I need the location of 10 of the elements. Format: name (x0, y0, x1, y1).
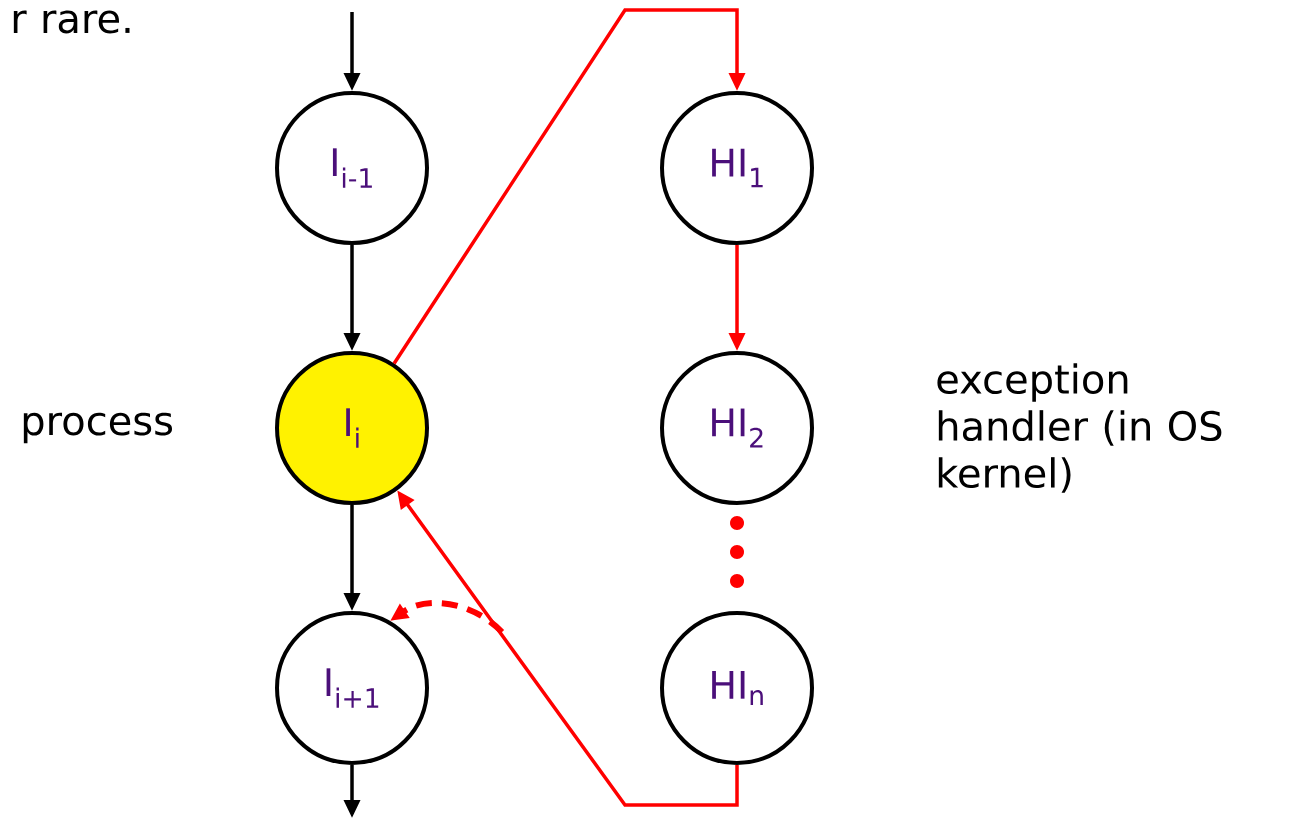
arrow (392, 8, 746, 365)
circle-node: I$_{i+1}$ (275, 611, 429, 765)
text-label: process (23, 412, 172, 444)
text-label: exception handler (in OS kernel) (937, 363, 1222, 493)
circle-node: I$_{i}$ (275, 351, 429, 505)
circle-node: HI$_{2}$ (660, 351, 814, 505)
circle-node: I$_{i-1}$ (275, 91, 429, 245)
circle-node: HI$_{1}$ (660, 91, 814, 245)
caption-text: r rare. (13, 10, 130, 34)
circle-node: HI$_{n}$ (660, 611, 814, 765)
